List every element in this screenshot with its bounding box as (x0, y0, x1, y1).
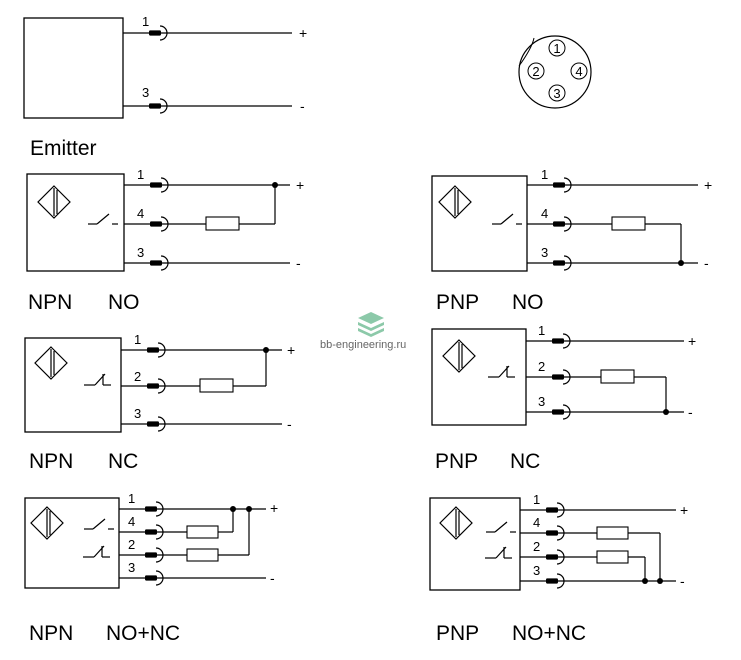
pin-label: 3 (142, 85, 149, 100)
load-resistor (205, 216, 240, 231)
negative-terminal-label: - (688, 404, 693, 420)
pin-4-socket (570, 62, 588, 80)
load-resistor (600, 369, 635, 384)
connector-pinout: 1 2 3 4 (518, 35, 592, 109)
sensor-housing (431, 175, 528, 272)
pin-label: 1 (137, 167, 144, 182)
pin-label: 3 (533, 563, 540, 578)
negative-terminal-label: - (296, 255, 301, 271)
emitter-diagram: 1 3 + - Emitter (23, 14, 307, 160)
connector-key-notch (518, 37, 535, 67)
pin-2-socket (527, 62, 545, 80)
contact-mode-caption: NO+NC (106, 622, 180, 645)
output-type-caption: NPN (29, 450, 73, 473)
positive-terminal-label: + (296, 177, 304, 193)
pin-1-socket (548, 39, 566, 57)
pin-label: 2 (134, 369, 141, 384)
output-type-caption: NPN (28, 291, 72, 314)
pin-label: 3 (134, 406, 141, 421)
negative-terminal-label: - (287, 416, 292, 432)
contact-mode-caption: NO+NC (512, 622, 586, 645)
load-resistor (199, 378, 234, 393)
load-resistor (596, 550, 629, 564)
load-resistor (611, 216, 646, 231)
pin-label: 3 (538, 394, 545, 409)
pin-label: 1 (541, 167, 548, 182)
emitter-caption: Emitter (30, 137, 97, 160)
positive-terminal-label: + (704, 177, 712, 193)
sensor-housing (24, 497, 120, 589)
load-resistor (596, 526, 629, 540)
pin-label: 4 (128, 514, 135, 529)
pin-label: 1 (142, 14, 149, 29)
pin-number: 4 (575, 64, 582, 79)
connector-face (518, 35, 592, 109)
positive-terminal-label: + (680, 502, 688, 518)
watermark-text: bb-engineering.ru (320, 339, 406, 351)
output-type-caption: NPN (29, 622, 73, 645)
load-resistor (186, 548, 219, 562)
contact-mode-caption: NC (510, 450, 540, 473)
emitter-housing (23, 17, 124, 119)
pin-number: 2 (532, 64, 539, 79)
contact-mode-caption: NO (512, 291, 544, 314)
output-type-caption: PNP (436, 291, 479, 314)
pin-label: 1 (134, 332, 141, 347)
contact-mode-caption: NC (108, 450, 138, 473)
positive-terminal-label: + (270, 500, 278, 516)
pin-label: 1 (538, 323, 545, 338)
pin-number: 1 (553, 41, 560, 56)
output-type-caption: PNP (435, 450, 478, 473)
pin-label: 1 (128, 491, 135, 506)
load-resistor (186, 525, 219, 539)
pin-number: 3 (553, 86, 560, 101)
pin-label: 3 (128, 560, 135, 575)
output-type-caption: PNP (436, 622, 479, 645)
pin-label: 4 (533, 515, 540, 530)
pin-label: 2 (128, 537, 135, 552)
positive-terminal-label: + (299, 25, 307, 41)
pin-label: 2 (533, 539, 540, 554)
pin-label: 1 (533, 492, 540, 507)
pnp-no-nc-diagram: 1 4 2 3 + - PNP NO+NC (429, 492, 688, 645)
pin-3-socket (548, 84, 566, 102)
watermark: bb-engineering.ru (320, 312, 406, 351)
pin-label: 4 (137, 206, 144, 221)
emitter-wire-3 (123, 98, 292, 114)
positive-terminal-label: + (688, 333, 696, 349)
sensor-housing (429, 497, 521, 591)
emitter-wire-1 (123, 25, 292, 41)
npn-no-diagram: 1 4 3 + - NPN NO (26, 167, 304, 314)
negative-terminal-label: - (270, 570, 275, 586)
pin-label: 4 (541, 206, 548, 221)
sensor-housing (26, 173, 125, 272)
positive-terminal-label: + (287, 342, 295, 358)
pnp-no-diagram: 1 4 3 + - PNP NO (431, 167, 712, 314)
stacked-books-icon (358, 312, 384, 337)
npn-nc-diagram: 1 2 3 + - NPN NC (24, 332, 295, 473)
negative-terminal-label: - (704, 255, 709, 271)
npn-no-nc-diagram: 1 4 2 3 + - NPN NO+NC (24, 491, 278, 645)
pin-label: 3 (137, 245, 144, 260)
negative-terminal-label: - (680, 573, 685, 589)
contact-mode-caption: NO (108, 291, 140, 314)
pnp-nc-diagram: 1 2 3 + - PNP NC (431, 323, 696, 473)
pin-label: 3 (541, 245, 548, 260)
pin-label: 2 (538, 359, 545, 374)
negative-terminal-label: - (300, 98, 305, 114)
